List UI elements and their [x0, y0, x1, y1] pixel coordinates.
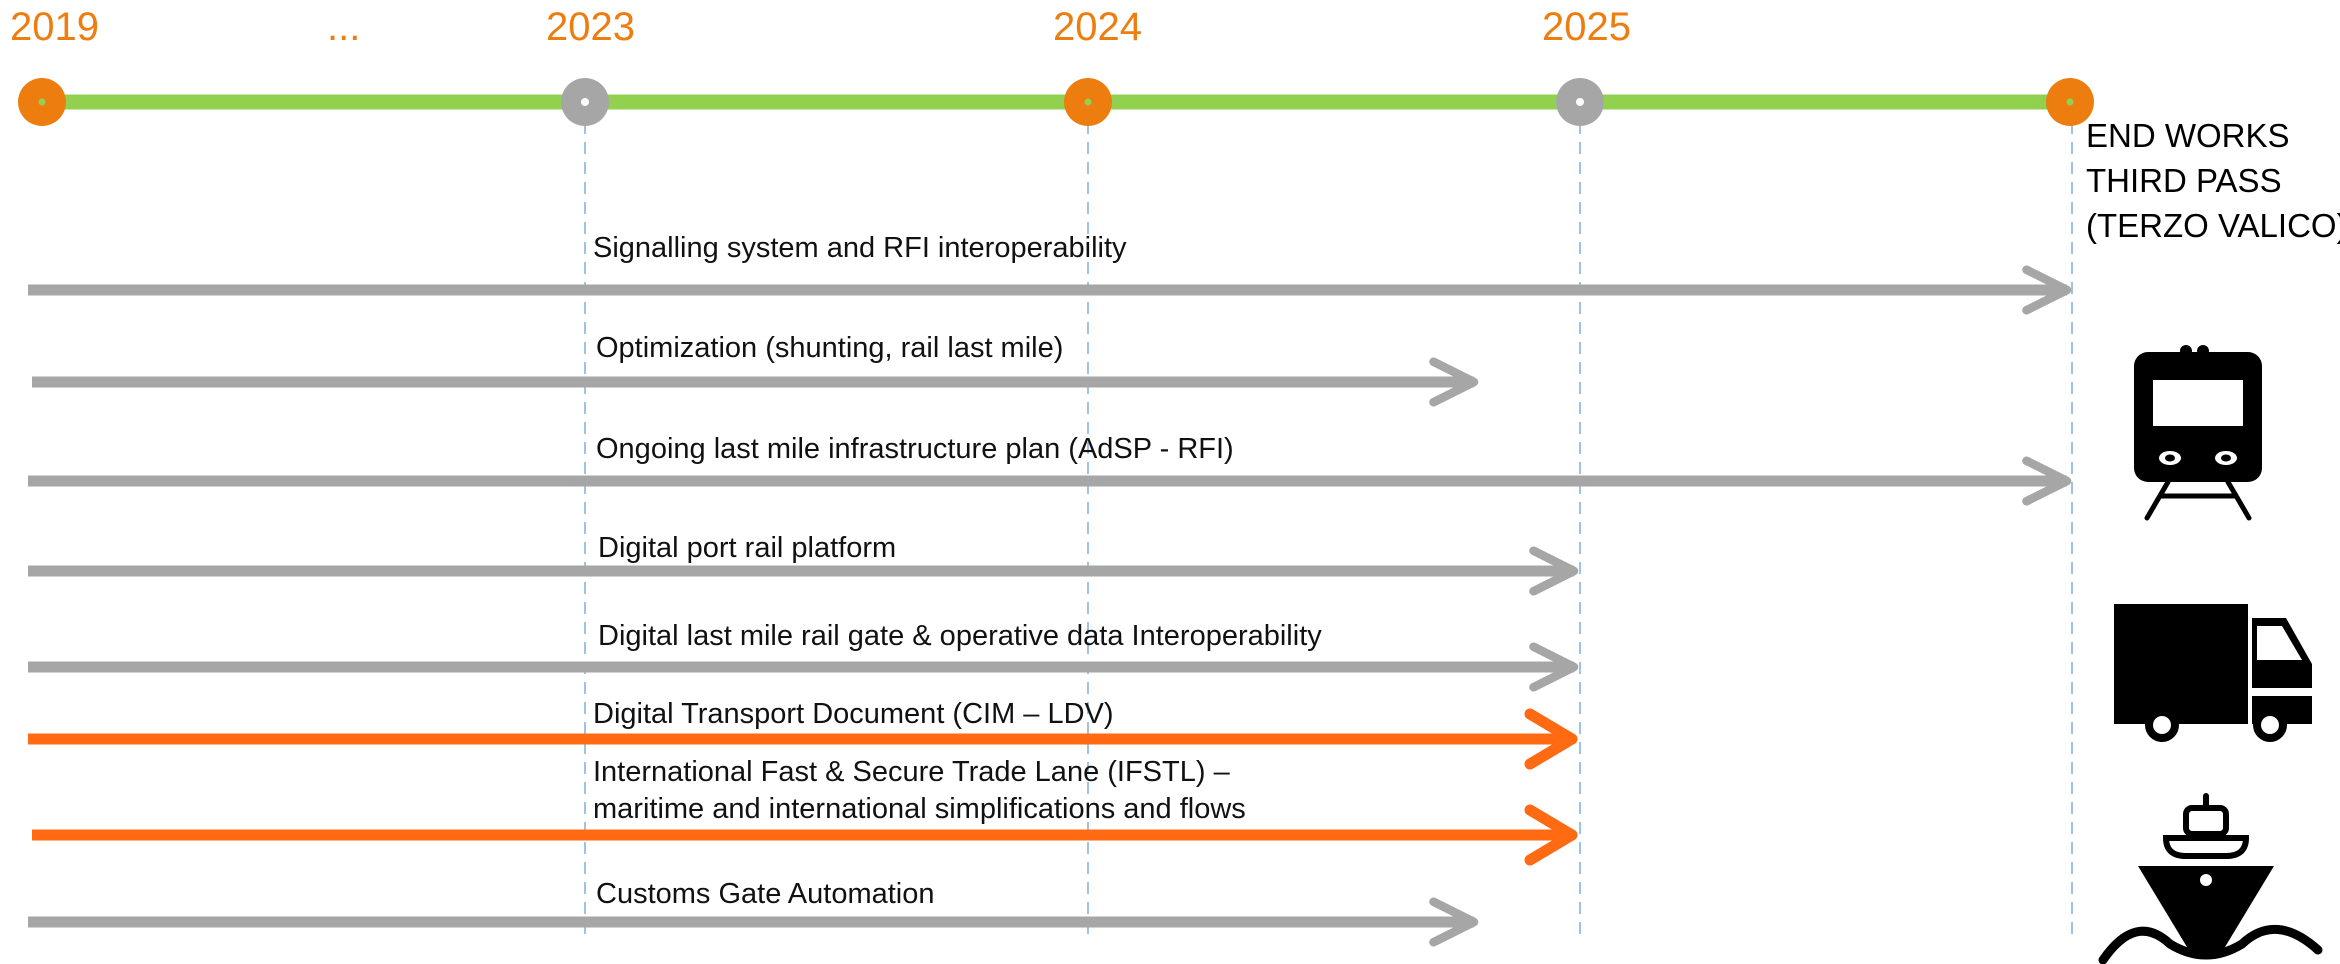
milestone-2024: [1064, 78, 1112, 126]
year-label-2024: 2024: [1053, 5, 1142, 49]
year-label-2019: 2019: [10, 5, 99, 49]
year-label-gap: ...: [327, 5, 360, 49]
ship-icon: [2098, 793, 2323, 964]
end-note-line-2: THIRD PASS: [2086, 162, 2282, 199]
activity-last-mile-plan: Ongoing last mile infrastructure plan (A…: [28, 433, 2072, 506]
end-note-line-1: END WORKS: [2086, 117, 2290, 154]
train-icon: [2134, 345, 2262, 521]
activity-label: Digital Transport Document (CIM – LDV): [593, 698, 1114, 730]
activity-signalling: Signalling system and RFI interoperabili…: [28, 232, 2072, 315]
year-label-2023: 2023: [546, 5, 635, 49]
truck-icon: [2114, 604, 2312, 742]
activity-label: Ongoing last mile infrastructure plan (A…: [596, 433, 1234, 465]
activity-transport-document: Digital Transport Document (CIM – LDV): [28, 698, 1578, 770]
end-works-note: END WORKS THIRD PASS (TERZO VALICO): [2086, 117, 2340, 244]
end-note-line-3: (TERZO VALICO): [2086, 207, 2340, 244]
activity-label-line-2: maritime and international simplificatio…: [593, 793, 1246, 825]
activity-optimization: Optimization (shunting, rail last mile): [32, 332, 1479, 407]
activity-label: Digital port rail platform: [598, 532, 896, 564]
activity-label: Signalling system and RFI interoperabili…: [593, 232, 1127, 264]
milestone-end: [2046, 78, 2094, 126]
activity-rail-gate: Digital last mile rail gate & operative …: [28, 620, 1579, 692]
activity-customs-gate: Customs Gate Automation: [28, 878, 1479, 947]
activity-ifstl: International Fast & Secure Trade Lane (…: [32, 756, 1578, 866]
timeline-nodes: [18, 78, 2094, 126]
checkpoint-2023: [561, 78, 609, 126]
activity-label: Digital last mile rail gate & operative …: [598, 620, 1322, 652]
checkpoint-2025: [1556, 78, 1604, 126]
activity-port-rail-platform: Digital port rail platform: [28, 532, 1579, 596]
activity-list: Signalling system and RFI interoperabili…: [28, 232, 2072, 947]
year-label-2025: 2025: [1542, 5, 1631, 49]
activity-label: Customs Gate Automation: [596, 878, 935, 910]
activity-label: Optimization (shunting, rail last mile): [596, 332, 1063, 364]
milestone-2019: [18, 78, 66, 126]
activity-label-line-1: International Fast & Secure Trade Lane (…: [593, 756, 1231, 788]
